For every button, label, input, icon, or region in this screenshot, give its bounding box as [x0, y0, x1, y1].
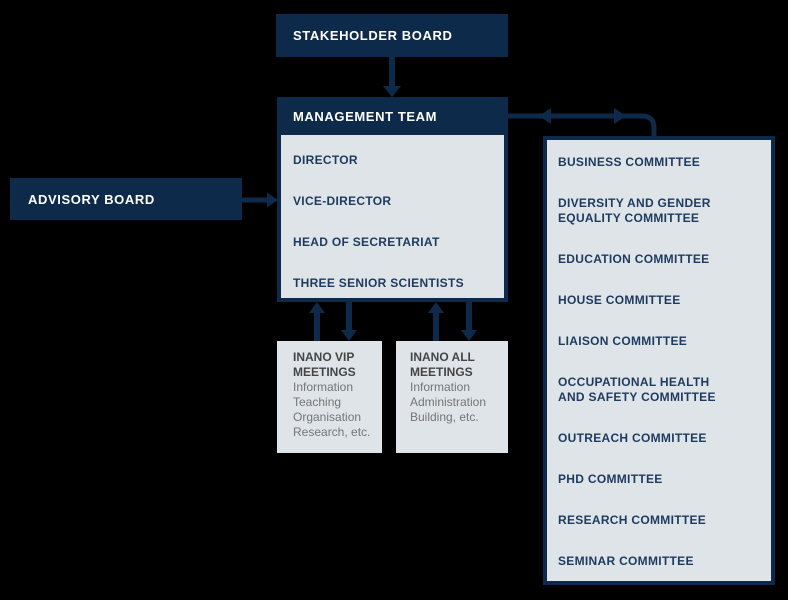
stakeholder-board-label: STAKEHOLDER BOARD	[293, 28, 453, 43]
all-meetings-box: INANO ALL MEETINGS Information Administr…	[396, 341, 508, 453]
management-member: DIRECTOR	[293, 153, 358, 167]
all-meetings-line: Building, etc.	[410, 410, 479, 424]
all-meetings-line: Administration	[410, 395, 487, 409]
committee-item: HOUSE COMMITTEE	[558, 293, 681, 307]
committee-item: DIVERSITY AND GENDER EQUALITY COMMITTEE	[558, 196, 711, 225]
management-member: VICE-DIRECTOR	[293, 194, 392, 208]
committee-item: LIAISON COMMITTEE	[558, 334, 688, 348]
vip-meetings-line: Organisation	[293, 410, 362, 424]
committee-item: SEMINAR COMMITTEE	[558, 554, 694, 568]
arrow-stakeholder-to-management	[383, 57, 401, 97]
stakeholder-board-box: STAKEHOLDER BOARD	[276, 14, 508, 57]
committee-item: BUSINESS COMMITTEE	[558, 155, 701, 169]
vip-meetings-line: Information	[293, 380, 354, 394]
management-team-box: MANAGEMENT TEAM DIRECTOR VICE-DIRECTOR H…	[277, 97, 508, 302]
management-member: THREE SENIOR SCIENTISTS	[293, 276, 464, 290]
all-meetings-line: Information	[410, 380, 471, 394]
committee-item: RESEARCH COMMITTEE	[558, 513, 707, 527]
vip-meetings-box: INANO VIP MEETINGS Information Teaching …	[277, 341, 382, 453]
vip-meetings-line: Teaching	[293, 395, 342, 409]
management-team-body: DIRECTOR VICE-DIRECTOR HEAD OF SECRETARI…	[281, 135, 504, 298]
all-meetings-title: INANO ALL MEETINGS	[410, 350, 475, 379]
committees-box: BUSINESS COMMITTEE DIVERSITY AND GENDER …	[543, 136, 775, 585]
committee-item: OUTREACH COMMITTEE	[558, 431, 707, 445]
arrow-management-committees-bidirectional	[508, 108, 657, 137]
advisory-board-box: ADVISORY BOARD	[10, 178, 242, 220]
arrow-all-meetings-up	[428, 302, 444, 342]
committee-item: EDUCATION COMMITTEE	[558, 252, 710, 266]
advisory-board-label: ADVISORY BOARD	[28, 191, 155, 207]
management-team-label: MANAGEMENT TEAM	[293, 108, 438, 124]
arrow-vip-meetings-down	[341, 302, 357, 341]
committee-item: PHD COMMITTEE	[558, 472, 663, 486]
vip-meetings-line: Research, etc.	[293, 425, 371, 439]
committee-item: OCCUPATIONAL HEALTH AND SAFETY COMMITTEE	[558, 375, 716, 404]
arrow-vip-meetings-up	[309, 302, 325, 342]
management-member: HEAD OF SECRETARIAT	[293, 235, 440, 249]
arrow-all-meetings-down	[461, 302, 477, 341]
arrow-advisory-to-management	[242, 192, 278, 208]
management-team-header: MANAGEMENT TEAM	[277, 97, 508, 135]
vip-meetings-title: INANO VIP MEETINGS	[293, 350, 356, 379]
